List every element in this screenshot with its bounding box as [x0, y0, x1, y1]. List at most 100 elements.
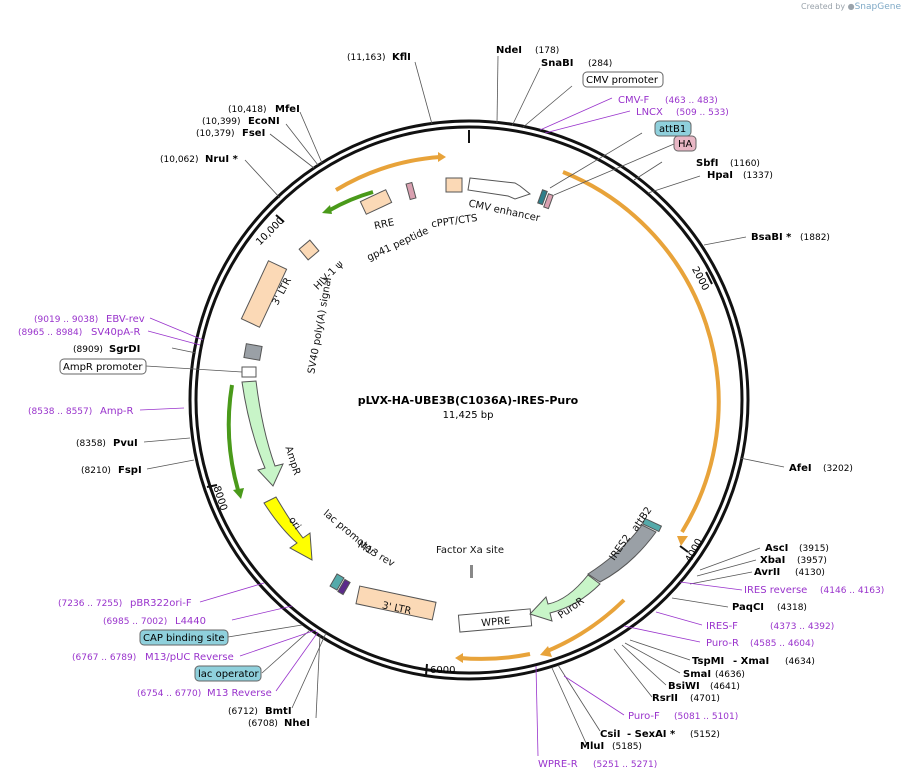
primer-iresf: IRES-F — [706, 621, 738, 632]
pos-fspi: (8210) — [81, 466, 111, 476]
gp41-shape — [405, 181, 417, 201]
label-cap: CAP binding site — [143, 633, 225, 644]
pl-puror — [623, 625, 701, 643]
primer-pbr-pos: (7236 .. 7255) — [58, 599, 122, 609]
enzyme-snabi: SnaBI — [541, 58, 573, 69]
ln-paqci — [671, 597, 729, 608]
ires-shape — [587, 524, 657, 583]
label-ampr: AmpR — [282, 445, 302, 477]
enzyme-ndei: NdeI — [496, 45, 522, 56]
pl-ampr — [139, 407, 185, 411]
enzyme-labels: (11,163) KflI NdeI (178) SnaBI (284) (10… — [73, 45, 853, 752]
ln-bsabi — [703, 236, 747, 246]
enzyme-sexai: - SexAI * — [627, 729, 676, 740]
orf-arc-right-arrow — [677, 536, 688, 546]
ln-bsiwi — [621, 644, 667, 686]
ln-rsrii — [613, 648, 653, 698]
green-arcs — [226, 190, 374, 499]
ln-sbfi — [633, 161, 663, 181]
plasmid-name: pLVX-HA-UBE3B(C1036A)-IRES-Puro — [358, 394, 579, 407]
primer-puror-pos: (4585 .. 4604) — [750, 639, 814, 649]
label-cppt: cPPT/CTS — [431, 213, 479, 230]
ln-afei — [739, 457, 785, 468]
label-wpre: WPRE — [481, 616, 511, 630]
ln-bmti — [291, 632, 327, 709]
pos-mfei: (10,418) — [228, 105, 267, 115]
pos-nrui: (10,062) — [160, 155, 199, 165]
credit: Created by ●SnapGene — [801, 2, 901, 12]
ln-attb1 — [549, 132, 643, 189]
enzyme-hpai: HpaI — [707, 170, 733, 181]
enzyme-nhei: NheI — [284, 718, 310, 729]
box-attb1 — [654, 120, 692, 137]
ln-ndei — [496, 55, 499, 124]
primer-purof: Puro-F — [628, 711, 660, 722]
ln-econi — [285, 123, 319, 166]
label-lac-operator: lac operator — [198, 669, 259, 680]
ln-smai — [624, 642, 681, 674]
ln-sgrdi — [171, 347, 197, 354]
primer-iresrev: IRES reverse — [744, 585, 807, 596]
ln-pvui — [143, 437, 191, 443]
ln-tspmi — [629, 639, 691, 661]
credit-brand: SnapGene — [854, 2, 901, 12]
pos-sbfi: (1160) — [730, 159, 760, 169]
pl-wprer — [535, 665, 539, 757]
ampr-shape — [241, 380, 284, 487]
ln-nrui — [244, 159, 281, 199]
pos-snabi: (284) — [588, 59, 612, 69]
ln-asci — [699, 547, 761, 571]
green-arc-left — [226, 384, 240, 491]
ha-shape — [543, 193, 554, 210]
leader-lines — [143, 55, 785, 744]
enzyme-mfei: MfeI — [275, 104, 300, 115]
enzyme-fspi: FspI — [118, 465, 142, 476]
pos-asci: (3915) — [799, 544, 829, 554]
primer-iresrev-pos: (4146 .. 4163) — [820, 586, 884, 596]
enzyme-econi: EcoNI — [248, 116, 280, 127]
pos-smai: (4636) — [715, 670, 745, 680]
ln-fspi — [146, 459, 195, 470]
primer-lncx-pos: (509 .. 533) — [676, 108, 729, 118]
backbone-inner — [194, 125, 744, 675]
pos-nhei: (6708) — [248, 719, 278, 729]
primer-ampr: Amp-R — [100, 406, 134, 417]
puror-shape — [529, 574, 601, 622]
primer-purof-pos: (5081 .. 5101) — [674, 712, 738, 722]
m13-shape — [337, 578, 351, 596]
primer-puror: Puro-R — [706, 638, 739, 649]
pl-iresrev — [679, 581, 743, 591]
primer-m13r-pos: (6754 .. 6770) — [137, 689, 201, 699]
primer-sv40par-pos: (8965 .. 8984) — [18, 328, 82, 338]
pos-rsrii: (4701) — [690, 694, 720, 704]
pos-fsei: (10,379) — [196, 129, 235, 139]
box-cap — [139, 629, 229, 646]
enzyme-bsiwi: BsiWI — [668, 681, 700, 692]
pos-xmai: (4634) — [785, 657, 815, 667]
ln-kfli — [414, 61, 433, 125]
primer-lncx: LNCX — [636, 107, 663, 118]
enzyme-bsabi: BsaBI * — [751, 232, 792, 243]
enzyme-pvui: PvuI — [113, 438, 138, 449]
box-ampr-promoter — [59, 358, 147, 375]
enzyme-mlui: MluI — [580, 741, 604, 752]
pl-cmvf — [539, 97, 613, 131]
label-m13rev: M13 rev — [356, 540, 397, 570]
label-rre: RRE — [373, 217, 395, 232]
pl-iresf — [655, 611, 703, 626]
tick-10000: 10,000 — [254, 215, 287, 248]
enzyme-fsei: FseI — [242, 128, 265, 139]
pos-sgrdi: (8909) — [73, 345, 103, 355]
hiv1-shape — [298, 239, 320, 261]
orf-arc-bottom-arrow — [540, 646, 552, 657]
enzyme-tspmi: TspMI — [692, 656, 724, 667]
ltr-left-shape — [240, 260, 288, 328]
enzyme-paqci: PaqCI — [732, 602, 764, 613]
box-lac-operator — [194, 665, 262, 682]
ln-cmvprom — [521, 85, 573, 129]
orf-arc-bottom2-arrow — [455, 653, 463, 663]
enzyme-csii: CsiI — [600, 729, 620, 740]
pos-sexai: (5152) — [690, 730, 720, 740]
label-factorxa: Factor Xa site — [436, 545, 504, 556]
pos-pvui: (8358) — [76, 439, 106, 449]
